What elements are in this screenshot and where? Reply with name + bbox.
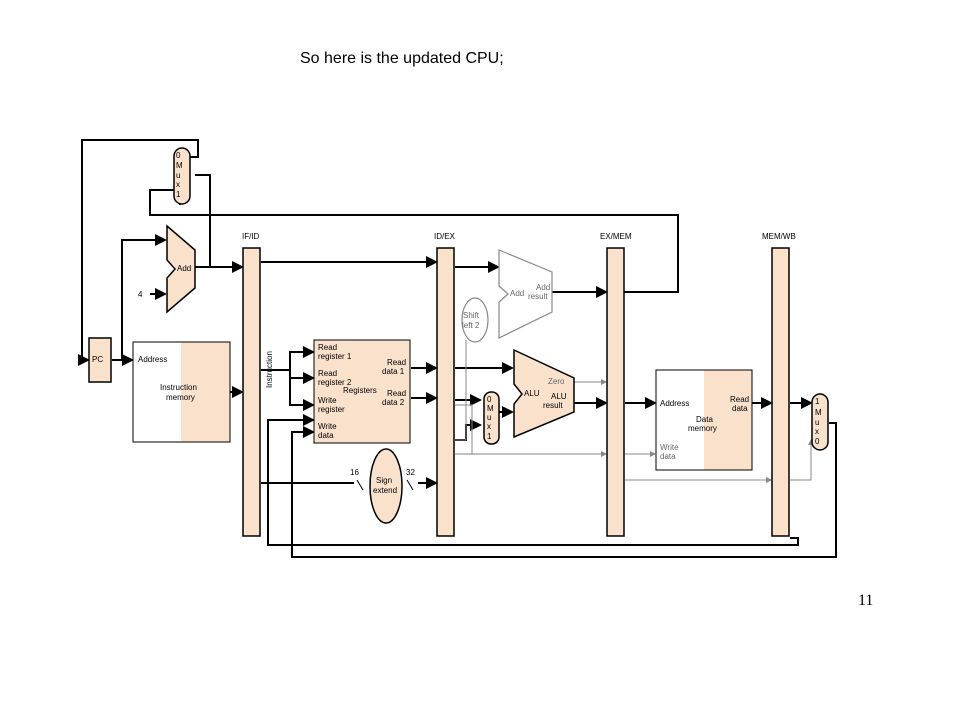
pipeline-register-if-id: IF/ID Instruction [242, 232, 274, 537]
svg-text:Add: Add [536, 283, 550, 292]
register-file: Read register 1 Read register 2 Write re… [313, 339, 411, 444]
svg-text:M: M [176, 161, 183, 170]
svg-text:1: 1 [487, 432, 492, 441]
alu-zero-label: Zero [548, 377, 565, 386]
svg-text:Write: Write [660, 443, 679, 452]
svg-text:result: result [528, 292, 548, 301]
alu-src-mux: 0 M u x 1 [483, 391, 500, 445]
svg-text:0: 0 [815, 437, 820, 446]
shift-left-2: Shift left 2 [461, 297, 489, 343]
alu: ALU Zero ALU result [513, 348, 575, 439]
svg-text:ALU: ALU [551, 392, 567, 401]
branch-adder: Add Add result [498, 249, 553, 339]
ex-mem-label: EX/MEM [600, 232, 632, 241]
imem-name-line2: memory [166, 393, 195, 402]
svg-text:data 1: data 1 [382, 367, 405, 376]
pc-mux: 0 M u x 1 [173, 147, 191, 205]
svg-text:1: 1 [176, 190, 181, 199]
pipeline-register-ex-mem: EX/MEM [600, 232, 632, 537]
writeback-mux: 1 M u x 0 [811, 393, 829, 451]
pc-register: PC [88, 337, 112, 383]
svg-text:result: result [543, 401, 563, 410]
svg-text:Write: Write [318, 422, 337, 431]
alu-label: ALU [524, 389, 540, 398]
sign-extend-out-bits: 32 [406, 468, 415, 477]
svg-text:register 2: register 2 [318, 378, 352, 387]
svg-text:Read: Read [730, 395, 749, 404]
registers-name: Registers [343, 386, 377, 395]
svg-text:data 2: data 2 [382, 398, 405, 407]
svg-text:u: u [176, 171, 180, 180]
pc-adder: Add [166, 224, 196, 314]
instruction-vertical-label: Instruction [265, 351, 274, 388]
svg-text:left 2: left 2 [462, 321, 480, 330]
svg-text:register: register [318, 405, 345, 414]
svg-text:Sign: Sign [376, 476, 392, 485]
pc-adder-label: Add [177, 264, 191, 273]
instruction-memory: Address Instruction memory [132, 341, 231, 443]
constant-four: 4 [138, 290, 143, 299]
mem-wb-label: MEM/WB [762, 232, 796, 241]
page-number: 11 [858, 592, 874, 609]
imem-name-line1: Instruction [160, 383, 197, 392]
svg-text:data: data [318, 431, 334, 440]
slide-title: So here is the updated CPU; [300, 50, 504, 67]
svg-text:x: x [176, 180, 180, 189]
svg-text:Read: Read [387, 389, 406, 398]
sign-extend-in-bits: 16 [350, 468, 359, 477]
svg-text:memory: memory [688, 424, 717, 433]
svg-text:u: u [815, 418, 819, 427]
id-ex-label: ID/EX [434, 232, 456, 241]
svg-text:M: M [815, 408, 822, 417]
svg-text:register 1: register 1 [318, 352, 352, 361]
svg-text:Data: Data [696, 415, 713, 424]
svg-text:u: u [487, 413, 491, 422]
svg-text:x: x [815, 427, 819, 436]
sign-extend-unit: Sign extend 16 32 [350, 448, 415, 524]
svg-text:data: data [660, 452, 676, 461]
svg-text:Read: Read [318, 369, 337, 378]
svg-text:0: 0 [176, 151, 181, 160]
svg-text:x: x [487, 422, 491, 431]
svg-text:extend: extend [373, 486, 397, 495]
pipeline-register-id-ex: ID/EX [434, 232, 456, 537]
svg-text:Add: Add [510, 289, 524, 298]
main-wires [78, 139, 837, 558]
svg-text:Shift: Shift [463, 311, 480, 320]
svg-text:Read: Read [387, 358, 406, 367]
svg-text:1: 1 [815, 397, 820, 406]
svg-text:Write: Write [318, 396, 337, 405]
grey-wires [455, 314, 814, 483]
pipeline-register-mem-wb: MEM/WB [762, 232, 796, 537]
svg-text:0: 0 [487, 395, 492, 404]
if-id-label: IF/ID [242, 232, 260, 241]
svg-text:data: data [732, 404, 748, 413]
dmem-address-label: Address [660, 399, 689, 408]
imem-address-label: Address [138, 355, 167, 364]
data-memory: Address Read data Data memory Write data [655, 369, 753, 471]
svg-text:M: M [487, 404, 494, 413]
svg-text:Read: Read [318, 343, 337, 352]
pc-label: PC [92, 355, 103, 364]
